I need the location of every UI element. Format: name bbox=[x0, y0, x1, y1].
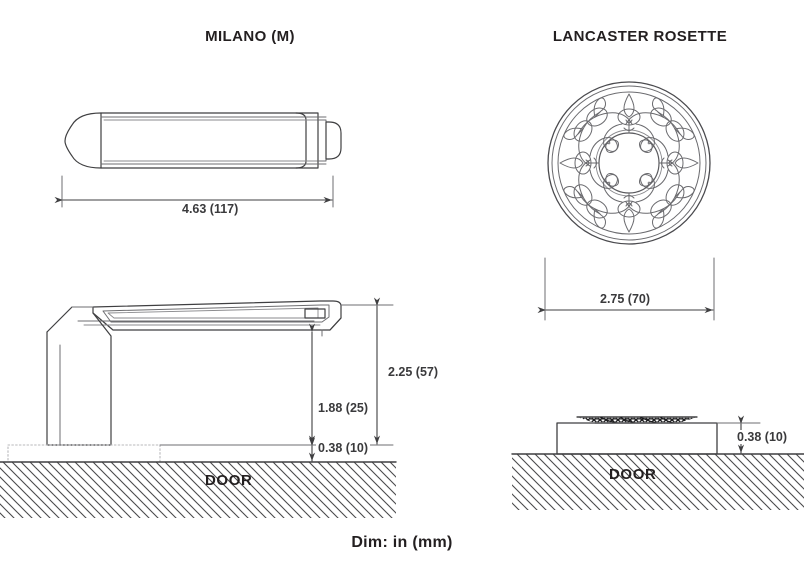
milano-side-view-geometry bbox=[7, 300, 342, 463]
lancaster-diameter-dimension bbox=[537, 257, 715, 321]
dimension-label-lancaster-thickness: 0.38 (10) bbox=[735, 430, 790, 444]
milano-door-section bbox=[0, 461, 397, 518]
milano-top-view-geometry bbox=[64, 112, 342, 169]
dimension-label-milano-length: 4.63 (117) bbox=[180, 202, 241, 216]
dimension-label-milano-overall-height: 2.25 (57) bbox=[386, 365, 441, 379]
door-section-label-right: DOOR bbox=[609, 466, 657, 483]
lancaster-side-view-geometry bbox=[556, 416, 718, 455]
units-caption: Dim: in (mm) bbox=[351, 534, 453, 551]
dimension-label-lancaster-diameter: 2.75 (70) bbox=[598, 292, 653, 306]
page-title-lancaster: LANCASTER ROSETTE bbox=[552, 28, 728, 45]
dimension-label-milano-lever-height: 1.88 (25) bbox=[316, 401, 371, 415]
door-section-label-left: DOOR bbox=[205, 472, 253, 489]
lancaster-door-section bbox=[511, 453, 804, 510]
page-title-milano: MILANO (M) bbox=[205, 28, 295, 45]
milano-length-dimension bbox=[54, 175, 334, 208]
lancaster-face-view-geometry bbox=[547, 81, 711, 245]
dimension-label-milano-rose-thickness: 0.38 (10) bbox=[316, 441, 371, 455]
